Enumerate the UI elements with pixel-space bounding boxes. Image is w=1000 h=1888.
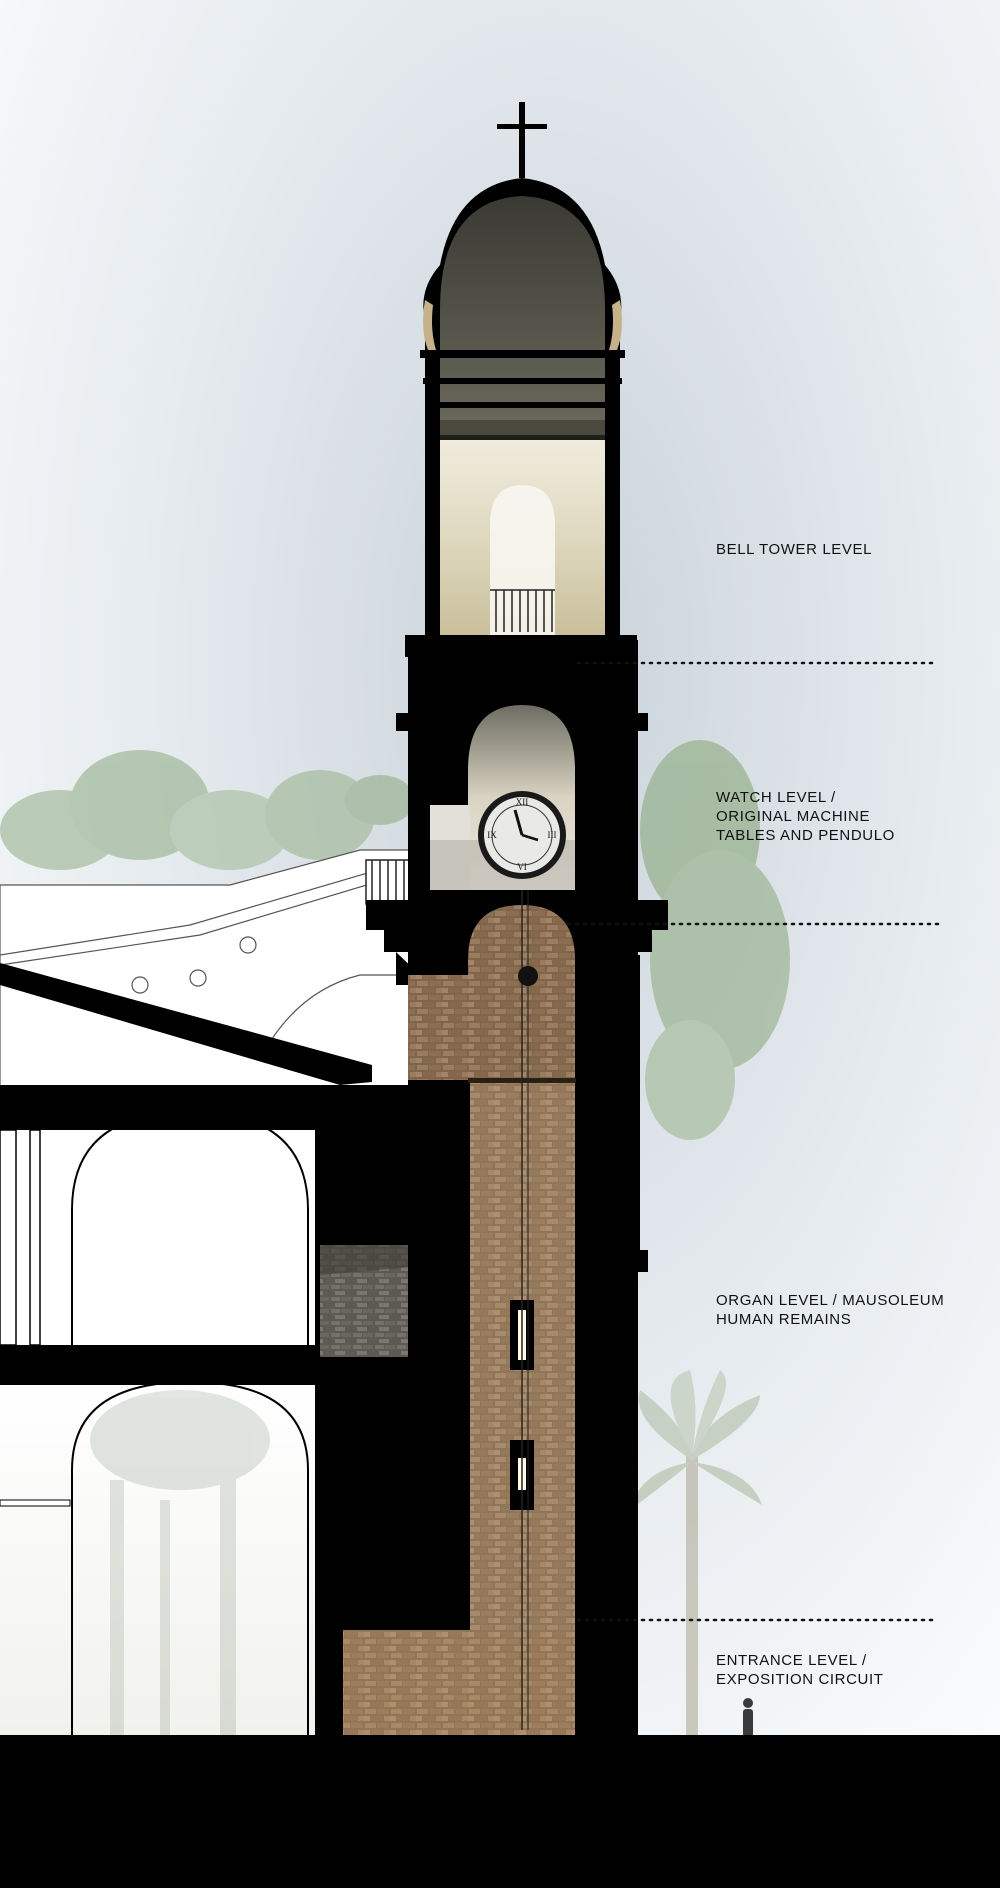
svg-text:IX: IX [487,830,497,840]
bell-tower-level-label: BELL TOWER LEVEL [716,541,873,558]
watch-level-label: WATCH LEVEL / ORIGINAL MACHINE TABLES AN… [716,789,895,844]
level-lines [566,661,940,1622]
bell-railing [490,589,555,632]
organ-level-label: ORGAN LEVEL / MAUSOLEUM HUMAN REMAINS [716,1292,945,1328]
palm-tree [630,1370,762,1770]
cross-icon [497,102,547,178]
church-roof [0,849,426,1091]
ground-slab [0,1735,1000,1888]
svg-text:III: III [548,830,557,840]
entrance-level-label: ENTRANCE LEVEL / EXPOSITION CIRCUIT [716,1652,884,1688]
background-trees-right [640,740,790,1140]
pendulum [518,890,538,1730]
svg-text:XII: XII [516,797,529,807]
background-trees [0,750,415,870]
tower: XII III VI IX [343,102,668,1755]
clock-face: XII III VI IX [478,791,566,879]
svg-text:VI: VI [517,862,527,872]
